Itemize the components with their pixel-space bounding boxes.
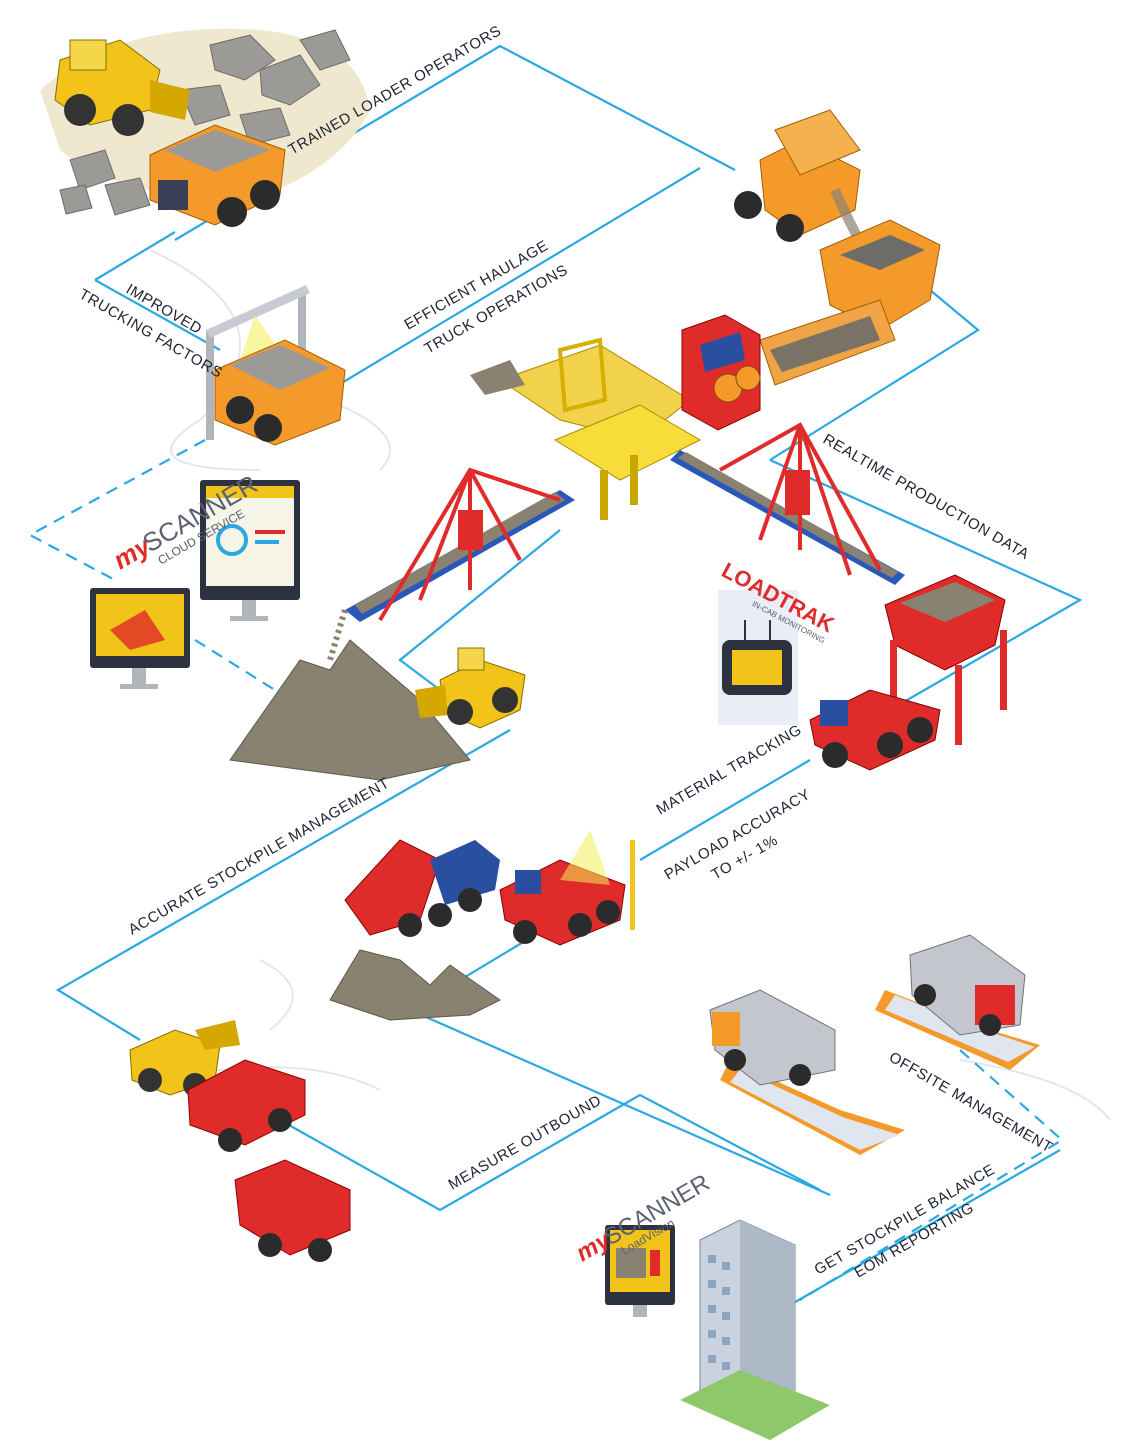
- office-building: [680, 1219, 830, 1440]
- line-outbound: [279, 1093, 821, 1212]
- line-stockpile: [55, 729, 511, 1041]
- loadout-hopper: [884, 574, 1007, 745]
- red-dump-truck: [344, 839, 500, 937]
- quarry-pit: [40, 28, 370, 216]
- label-offsite-management: OFFSITE MANAGEMENT: [886, 1049, 1055, 1157]
- dashed-lines: [27, 439, 1064, 1301]
- monitor-loadvision: [605, 1225, 675, 1317]
- dump-truck-top-right: [734, 109, 870, 253]
- line-realtime: [769, 458, 1083, 711]
- line-haulage: [329, 167, 701, 391]
- truck-weighbridge-left: [709, 989, 836, 1086]
- label-measure-outbound: MEASURE OUTBOUND: [446, 1092, 605, 1194]
- stockpile-left: [229, 609, 471, 781]
- conveyor-left: [345, 467, 575, 622]
- haul-truck-gantry: [214, 339, 346, 446]
- label-stockpile-management: ACCURATE STOCKPILE MANAGEMENT: [126, 774, 393, 938]
- dash-cloud: [27, 439, 206, 581]
- red-truck-bottom-2: [234, 1159, 351, 1262]
- pit-loader: [54, 39, 190, 136]
- truck-weighbridge-right: [909, 934, 1026, 1036]
- dash-offsite: [799, 1049, 1064, 1301]
- label-stockpile-balance: GET STOCKPILE BALANCE: [812, 1161, 998, 1278]
- line-material: [639, 759, 811, 861]
- monitor-right: [200, 480, 300, 621]
- stockpile-loader: [415, 647, 526, 729]
- quarry-rocks: [59, 29, 351, 216]
- crusher-tower: [681, 314, 761, 431]
- primary-hopper: [759, 219, 941, 386]
- haul-truck-top-left: [149, 124, 286, 227]
- conveyor-right: [670, 422, 905, 585]
- line-improved-down: [94, 279, 221, 351]
- screening-plant: [470, 337, 702, 520]
- loadtrak-panel: [718, 590, 798, 725]
- red-truck-loadout: [809, 689, 941, 771]
- line-loader-mid: [398, 529, 561, 691]
- red-truck-scanner: [499, 830, 635, 946]
- red-truck-bottom-1: [187, 1059, 306, 1152]
- line-improved: [94, 231, 176, 281]
- stockpile-middle: [329, 949, 501, 1021]
- dash-monitor: [194, 639, 276, 691]
- line-hopper-right: [769, 289, 980, 461]
- monitor-left: [90, 588, 190, 689]
